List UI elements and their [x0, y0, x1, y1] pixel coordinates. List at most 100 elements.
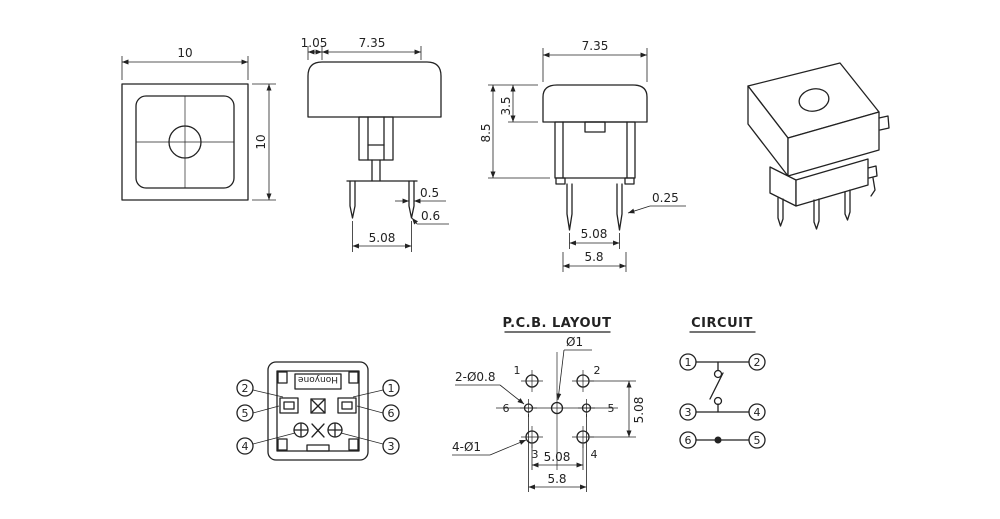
- side-view-cap-height-dimension: 3.5: [488, 84, 538, 123]
- dim-label-width: 10: [177, 46, 192, 60]
- side-view-body: [554, 121, 636, 179]
- circuit-pin4-label: 4: [754, 406, 761, 419]
- side-view-cap-width-dimension: 7.35: [542, 39, 648, 82]
- corner-holes-label: 4-Ø1: [452, 440, 481, 454]
- pcb-pin3-label: 3: [532, 448, 539, 461]
- bottom-view: Honyone 2 5 4: [236, 361, 400, 461]
- front-view-top-dimensions: 1.05 7.35: [301, 36, 422, 60]
- top-view-height-dimension: 10: [252, 83, 276, 201]
- callout-circle-4: [236, 437, 254, 455]
- bottom-view-outer: [267, 361, 369, 461]
- pcb-pin4-label: 4: [591, 448, 598, 461]
- top-view-centerlines: [136, 96, 234, 188]
- side-view-row-pitch-dimension: 5.8: [562, 250, 627, 272]
- pcb-horizontal-pitch-dimension: 5.08: [531, 444, 584, 470]
- pcb-centerlines: [496, 352, 618, 470]
- bottom-view-pin-callouts: 2 5 4 1 6 3: [236, 379, 400, 455]
- circuit-pin3-label: 3: [685, 406, 692, 419]
- pcb-layout-title: P.C.B. LAYOUT: [503, 316, 612, 331]
- body-front-face: [795, 158, 869, 207]
- top-view-outer-body: [121, 83, 249, 201]
- dim-label-height: 10: [254, 134, 268, 149]
- side-clip-tab: [878, 115, 890, 131]
- callout-label-2: 2: [242, 382, 249, 395]
- side-view: 7.35 3.5 8.5 0.25 5.08 5.8: [479, 39, 686, 272]
- pcb-h-pitch-label: 5.08: [544, 450, 571, 464]
- dim-label-total-height: 8.5: [479, 123, 493, 142]
- callout-label-6: 6: [388, 407, 395, 420]
- front-view: 1.05 7.35 0.5 0.6 5.08: [301, 36, 449, 252]
- circuit-pin4-circle: [748, 403, 766, 421]
- perspective-view: [747, 62, 890, 230]
- front-view-pin-width-dimension: 0.5: [395, 186, 446, 204]
- callout-circle-6: [382, 404, 400, 422]
- circuit-title: CIRCUIT: [691, 316, 753, 331]
- circuit-pin5-circle: [748, 431, 766, 449]
- pcb-row-pitch-dimension: 5.8: [528, 414, 587, 492]
- front-view-pitch-dimension: 5.08: [352, 221, 412, 252]
- center-hole-label: Ø1: [566, 335, 583, 349]
- front-view-cap: [307, 61, 442, 118]
- dim-label-cap-width: 7.35: [582, 39, 609, 53]
- front-view-pin-tip-dimension: 0.6: [411, 209, 449, 225]
- dim-label-pin-thickness: 0.25: [652, 191, 679, 205]
- circuit-row-3-4: 3 4: [679, 403, 766, 421]
- switch-contact-upper: [713, 369, 723, 379]
- pcb-v-pitch-label: 5.08: [632, 397, 646, 424]
- callout-circle-2: [236, 379, 254, 397]
- pcb-pin1-label: 1: [514, 364, 521, 377]
- pcb-pin6-label: 6: [503, 402, 510, 415]
- front-view-left-pin: [349, 180, 356, 219]
- dim-label-cap-height: 3.5: [499, 96, 513, 115]
- side-view-body-detail: [555, 121, 635, 185]
- side-view-front-pin: [566, 183, 573, 231]
- top-view: 10 10: [121, 46, 276, 201]
- dim-label-pin-tip: 0.6: [421, 209, 440, 223]
- circuit-switch-symbol: [709, 361, 724, 413]
- brand-text: Honyone: [298, 374, 339, 384]
- circuit-row-6-5: 6 5: [679, 431, 766, 449]
- circuit-pin2-label: 2: [754, 356, 761, 369]
- dim-label-row-pitch: 5.8: [584, 250, 603, 264]
- circuit-row-1-2: 1 2: [679, 353, 766, 371]
- front-view-right-pin: [408, 180, 415, 219]
- dim-label-cap-lip: 1.05: [301, 36, 328, 50]
- pcb-layout-view: P.C.B. LAYOUT 1 2 3 4 6 5: [452, 316, 646, 492]
- dim-label-pin-pitch: 5.08: [369, 231, 396, 245]
- pcb-hole-callouts: Ø1 2-Ø0.8 4-Ø1: [452, 335, 592, 456]
- circuit-pin5-label: 5: [754, 434, 761, 447]
- circuit-pin1-label: 1: [685, 356, 692, 369]
- cap-front-face: [787, 111, 880, 177]
- pcb-holes: [520, 370, 595, 448]
- circuit-pin6-label: 6: [685, 434, 692, 447]
- side-view-pin-thickness-dimension: 0.25: [627, 191, 686, 214]
- switch-arm: [709, 372, 724, 400]
- callout-label-4: 4: [242, 440, 249, 453]
- small-holes-label: 2-Ø0.8: [455, 370, 496, 384]
- callout-label-3: 3: [388, 440, 395, 453]
- callout-label-1: 1: [388, 382, 395, 395]
- callout-label-5: 5: [242, 407, 249, 420]
- brand-plate: [294, 373, 342, 390]
- side-view-rear-pin: [616, 183, 623, 231]
- bottom-view-corner-clips: [277, 371, 359, 451]
- circuit-pin2-circle: [748, 353, 766, 371]
- perspective-pins: [777, 165, 878, 230]
- dim-label-pin-pitch-side: 5.08: [581, 227, 608, 241]
- top-view-width-dimension: 10: [121, 46, 249, 80]
- pcb-row-pitch-label: 5.8: [547, 472, 566, 486]
- callout-circle-1: [382, 379, 400, 397]
- side-view-total-height-dimension: 8.5: [479, 85, 550, 179]
- dim-label-body-width: 7.35: [359, 36, 386, 50]
- callout-circle-5: [236, 404, 254, 422]
- pcb-vertical-pitch-dimension: 5.08: [590, 380, 646, 438]
- hole-center: [550, 401, 564, 415]
- dim-label-pin-width: 0.5: [420, 186, 439, 200]
- circuit-junction-dot: [714, 436, 722, 444]
- side-view-pitch-dimension: 5.08: [569, 227, 620, 249]
- cap-circle-detail: [798, 88, 830, 112]
- pcb-pin-numbers: 1 2 3 4 6 5: [503, 364, 615, 461]
- pcb-pin5-label: 5: [608, 402, 615, 415]
- circuit-view: CIRCUIT 1 2 3 4 6 5: [679, 316, 766, 449]
